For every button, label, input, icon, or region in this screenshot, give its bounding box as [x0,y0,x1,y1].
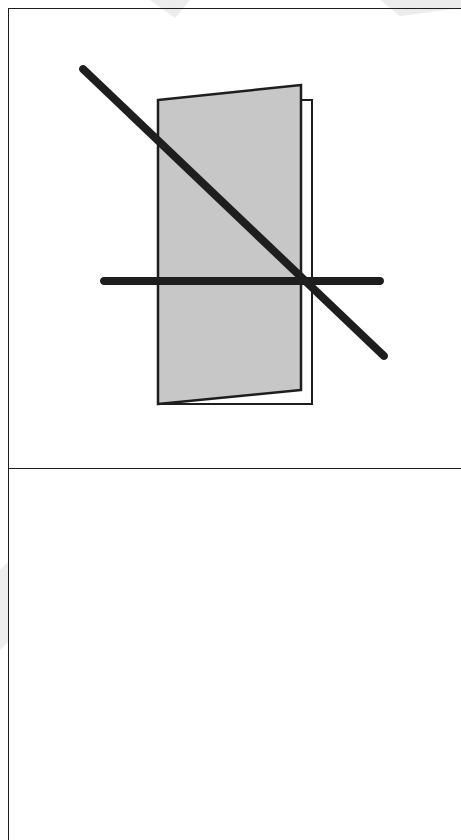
prohibited-folded-card-diagram [79,65,388,406]
diagonal-strike-line [79,65,388,360]
diagram-frame [8,8,461,840]
top-panel [9,9,461,469]
card-front-page [156,83,303,406]
panel-divider [8,468,461,469]
bottom-panel [9,470,461,840]
